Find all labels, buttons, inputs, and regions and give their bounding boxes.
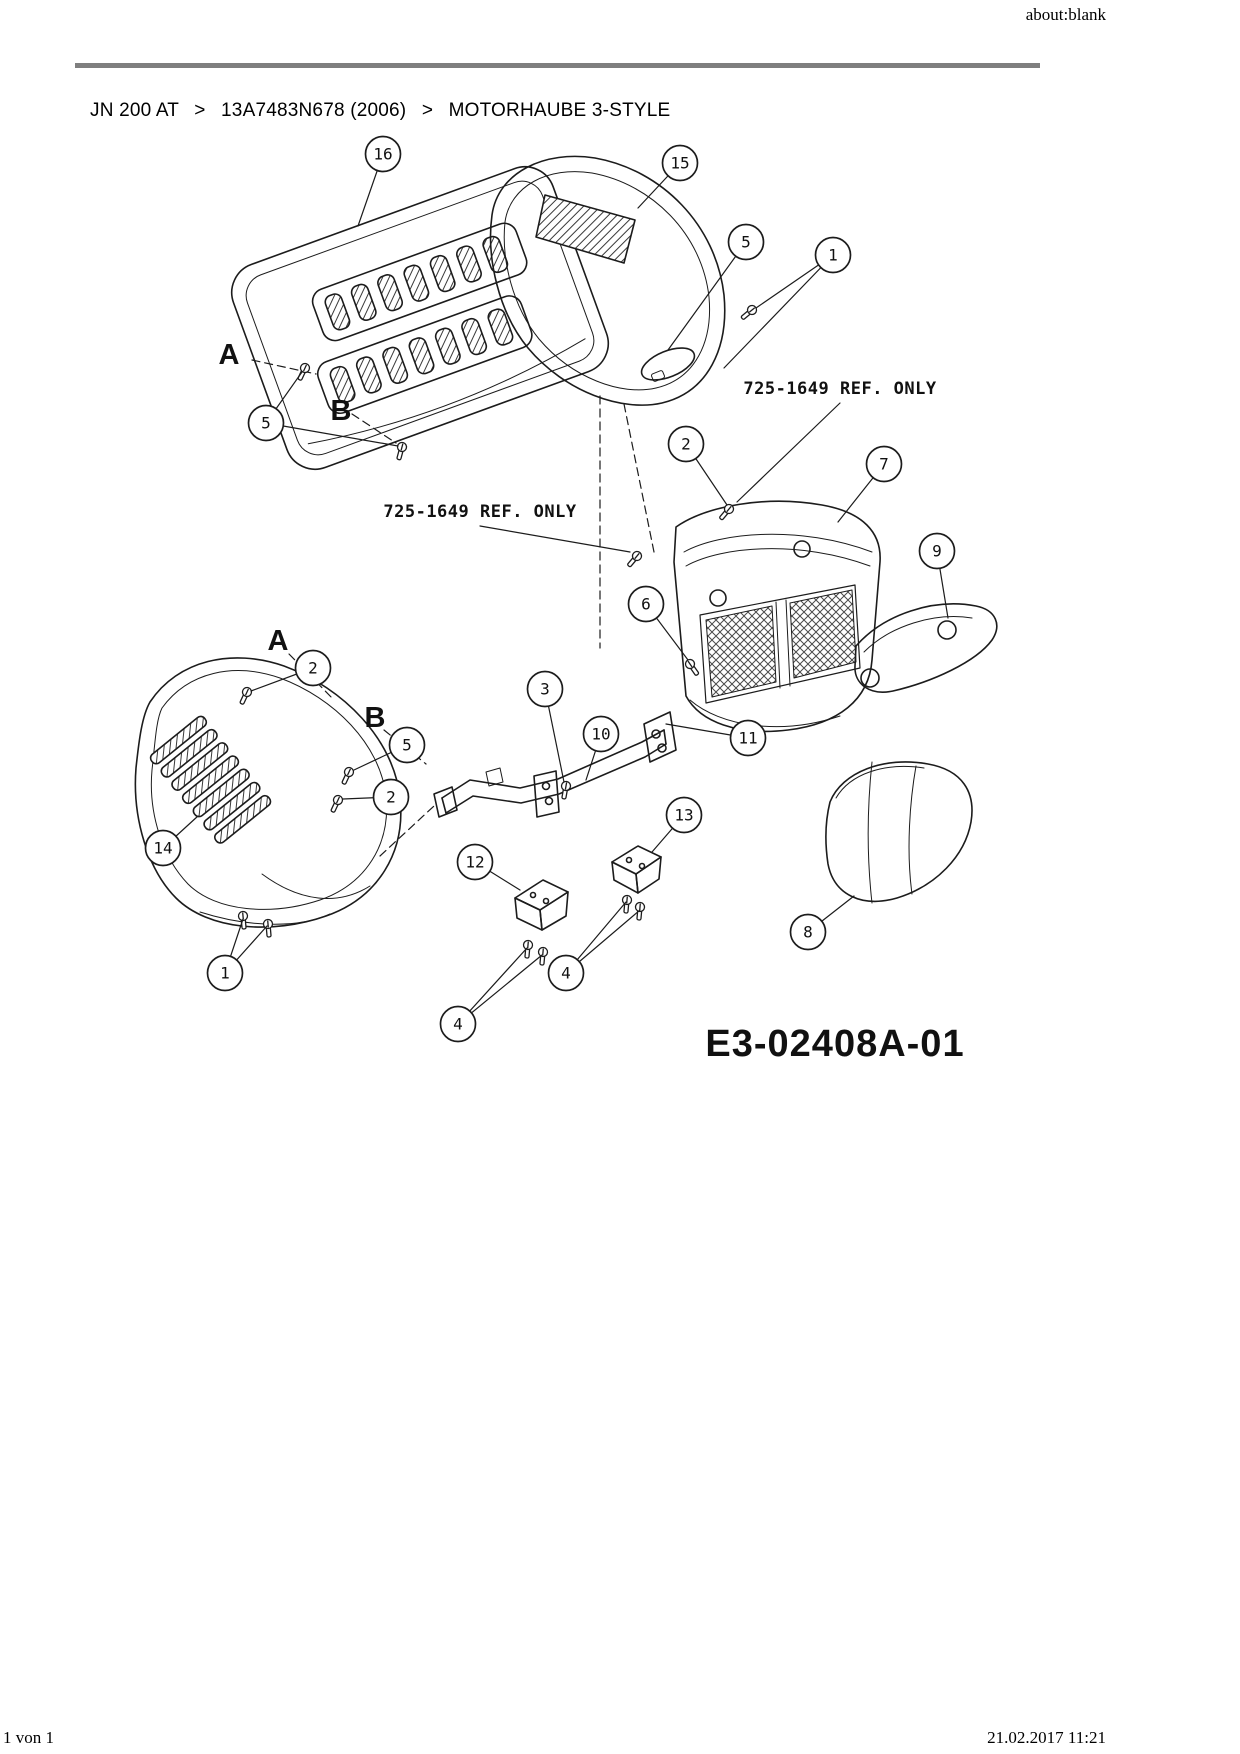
footer-page-count: 1 von 1 — [3, 1728, 54, 1747]
ref-only-note: 725-1649 REF. ONLY — [743, 379, 936, 399]
ref-only-note: 725-1649 REF. ONLY — [383, 502, 576, 522]
svg-text:8: 8 — [803, 923, 813, 942]
view-label-A: A — [219, 339, 240, 371]
support-bracket — [433, 711, 677, 818]
svg-text:1: 1 — [220, 964, 230, 983]
callout-5: 5 — [727, 223, 765, 261]
screw-icon — [239, 686, 253, 705]
callout-7: 7 — [865, 445, 903, 483]
svg-text:15: 15 — [670, 154, 689, 173]
screw-icon — [684, 658, 700, 676]
side-panel-left — [134, 657, 402, 928]
screw-icon — [522, 939, 534, 959]
screw-icon — [740, 304, 758, 320]
svg-text:12: 12 — [465, 853, 484, 872]
screw-icon — [621, 894, 633, 914]
view-label-B: B — [365, 702, 386, 734]
callout-2: 2 — [372, 778, 410, 816]
screw-icon — [341, 766, 355, 785]
diagram-text: 725-1649 REF. ONLY 725-1649 REF. ONLY A B A B… — [219, 339, 964, 1065]
side-panel-right — [489, 155, 726, 406]
footer-timestamp: 21.02.2017 11:21 — [987, 1728, 1106, 1747]
svg-text:6: 6 — [641, 595, 651, 614]
grille-shroud — [673, 500, 881, 733]
trim-strip — [854, 603, 998, 693]
callout-14: 14 — [144, 829, 182, 867]
callout-4: 4 — [547, 954, 585, 992]
drawing-number: E3-02408A-01 — [705, 1023, 964, 1065]
screw-icon — [537, 946, 549, 966]
callout-1: 1 — [814, 236, 852, 274]
callout-11: 11 — [729, 719, 767, 757]
callout-12: 12 — [456, 843, 494, 881]
svg-text:13: 13 — [674, 806, 693, 825]
svg-text:7: 7 — [879, 455, 889, 474]
svg-text:16: 16 — [373, 145, 392, 164]
svg-text:4: 4 — [453, 1015, 463, 1034]
svg-text:2: 2 — [681, 435, 691, 454]
breadcrumb-separator: > — [194, 100, 206, 121]
screws-layer — [237, 304, 758, 966]
breadcrumb-separator: > — [421, 100, 434, 121]
svg-text:5: 5 — [741, 233, 751, 252]
screw-icon — [330, 794, 344, 813]
construction-lines — [251, 359, 655, 857]
breadcrumb-item-article: 13A7483N678 (2006) — [221, 100, 407, 121]
svg-text:2: 2 — [308, 659, 318, 678]
callout-1: 1 — [206, 954, 244, 992]
screw-icon — [634, 901, 646, 921]
svg-text:4: 4 — [561, 964, 571, 983]
svg-text:14: 14 — [153, 839, 172, 858]
callout-5: 5 — [388, 726, 426, 764]
hinge-bracket-left — [514, 879, 569, 931]
breadcrumb: JN 200 AT > 13A7483N678 (2006) > MOTORHA… — [90, 100, 670, 122]
callout-2: 2 — [294, 649, 332, 687]
callout-15: 15 — [661, 144, 699, 182]
screw-icon — [396, 441, 408, 461]
callout-9: 9 — [918, 532, 956, 570]
header-url: about:blank — [1025, 5, 1106, 24]
header-rule — [75, 63, 1040, 68]
view-label-B: B — [331, 395, 352, 427]
breadcrumb-item-section: MOTORHAUBE 3-STYLE — [448, 100, 671, 121]
breadcrumb-item-model: JN 200 AT — [90, 100, 179, 121]
screw-icon — [237, 910, 249, 930]
hinge-bracket-right — [611, 845, 662, 894]
svg-text:5: 5 — [402, 736, 412, 755]
screw-icon — [719, 503, 735, 521]
callout-16: 16 — [364, 135, 402, 173]
screw-icon — [627, 550, 643, 568]
lens-cover — [825, 761, 973, 904]
svg-text:1: 1 — [828, 246, 838, 265]
screw-icon — [297, 362, 311, 381]
hood-top-panel — [230, 166, 610, 470]
callout-3: 3 — [526, 670, 564, 708]
leader-lines — [162, 153, 949, 1025]
svg-text:3: 3 — [540, 680, 550, 699]
callout-13: 13 — [665, 796, 703, 834]
svg-text:5: 5 — [261, 414, 271, 433]
svg-text:10: 10 — [591, 725, 610, 744]
svg-text:11: 11 — [738, 729, 757, 748]
screw-icon — [262, 918, 274, 938]
callout-6: 6 — [627, 585, 665, 623]
svg-text:2: 2 — [386, 788, 396, 807]
callout-2: 2 — [667, 425, 705, 463]
svg-text:9: 9 — [932, 542, 942, 561]
callout-5: 5 — [247, 404, 285, 442]
callout-8: 8 — [789, 913, 827, 951]
callout-4: 4 — [439, 1005, 477, 1043]
view-label-A: A — [268, 625, 289, 657]
callout-10: 10 — [582, 715, 620, 753]
screw-icon — [560, 780, 572, 800]
